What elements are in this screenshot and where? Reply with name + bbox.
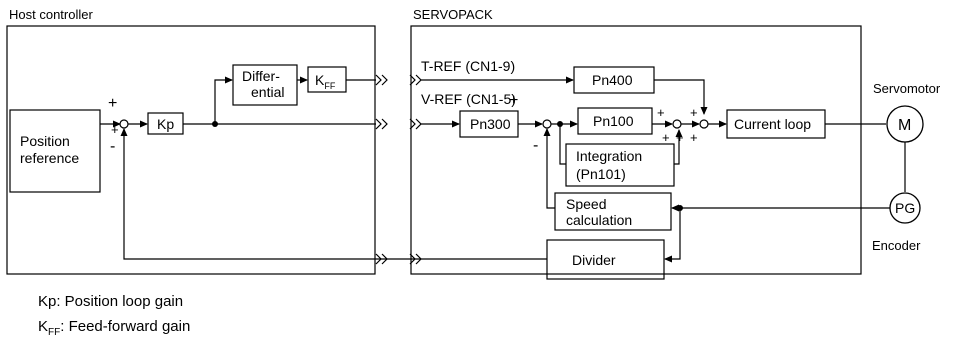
differential-label-1: Differ- <box>242 68 280 84</box>
current-loop-label: Current loop <box>734 116 811 132</box>
sum1-plus-small: + <box>111 122 119 137</box>
sum1-minus-sign: - <box>110 138 115 155</box>
pn100-label: Pn100 <box>593 113 634 129</box>
position-feedback-line <box>120 128 547 260</box>
position-reference-label-1: Position <box>20 133 70 149</box>
legend-kp: Kp: Position loop gain <box>38 293 184 310</box>
pn100-block <box>577 107 653 135</box>
legend-kff: KFF: Feed-forward gain <box>38 318 191 338</box>
speed-calculation-label-2: calculation <box>566 212 632 228</box>
divider-label: Divider <box>572 252 616 268</box>
position-reference-block <box>9 109 101 193</box>
sum2-minus-sign: - <box>533 137 538 154</box>
pn400-label: Pn400 <box>592 72 633 88</box>
connector-break-markers <box>375 74 422 265</box>
t-ref-label: T-REF (CN1-9) <box>421 58 515 74</box>
to-integration-line <box>559 124 566 165</box>
summing-junction-2 <box>542 119 552 129</box>
differential-block <box>232 64 298 106</box>
speed-feedback-line <box>543 128 555 209</box>
summing-junction-1 <box>119 119 129 129</box>
kp-label: Kp <box>157 116 174 132</box>
sum3-plus-bottom-1: + <box>662 130 670 145</box>
servopack-label: SERVOPACK <box>413 7 493 22</box>
kff-label: KFF <box>315 72 336 91</box>
summing-junction-4 <box>699 119 709 129</box>
sum3-plus-top: + <box>657 105 665 120</box>
servomotor-label: Servomotor <box>873 81 941 96</box>
sum3-plus-bottom-2: + <box>676 130 684 145</box>
sum1-plus-sign: + <box>108 95 117 112</box>
to-divider-line <box>664 208 681 263</box>
speed-calculation-block <box>554 192 672 231</box>
pn400-output-line <box>654 79 708 115</box>
motor-symbol-label: M <box>898 117 911 134</box>
encoder-label: Encoder <box>872 238 921 253</box>
v-ref-label: V-REF (CN1-5) <box>421 91 516 107</box>
sum4-plus-top: + <box>690 105 698 120</box>
sum2-plus-sign: + <box>509 92 518 109</box>
to-differential-line <box>214 76 233 124</box>
sum4-plus-bottom: + <box>690 130 698 145</box>
integration-label-1: Integration <box>576 148 642 164</box>
host-controller-label: Host controller <box>9 7 93 22</box>
differential-label-2: ential <box>251 84 284 100</box>
summing-junction-3 <box>672 119 682 129</box>
speed-calculation-label-1: Speed <box>566 196 606 212</box>
servopack-frame <box>410 25 862 275</box>
integration-to-sum3-line <box>674 129 683 165</box>
pn300-label: Pn300 <box>470 116 511 132</box>
position-reference-label-2: reference <box>20 150 79 166</box>
integration-label-2: (Pn101) <box>576 166 626 182</box>
pg-symbol-label: PG <box>895 200 915 216</box>
integration-block <box>565 143 675 187</box>
host-controller-frame <box>6 25 376 275</box>
